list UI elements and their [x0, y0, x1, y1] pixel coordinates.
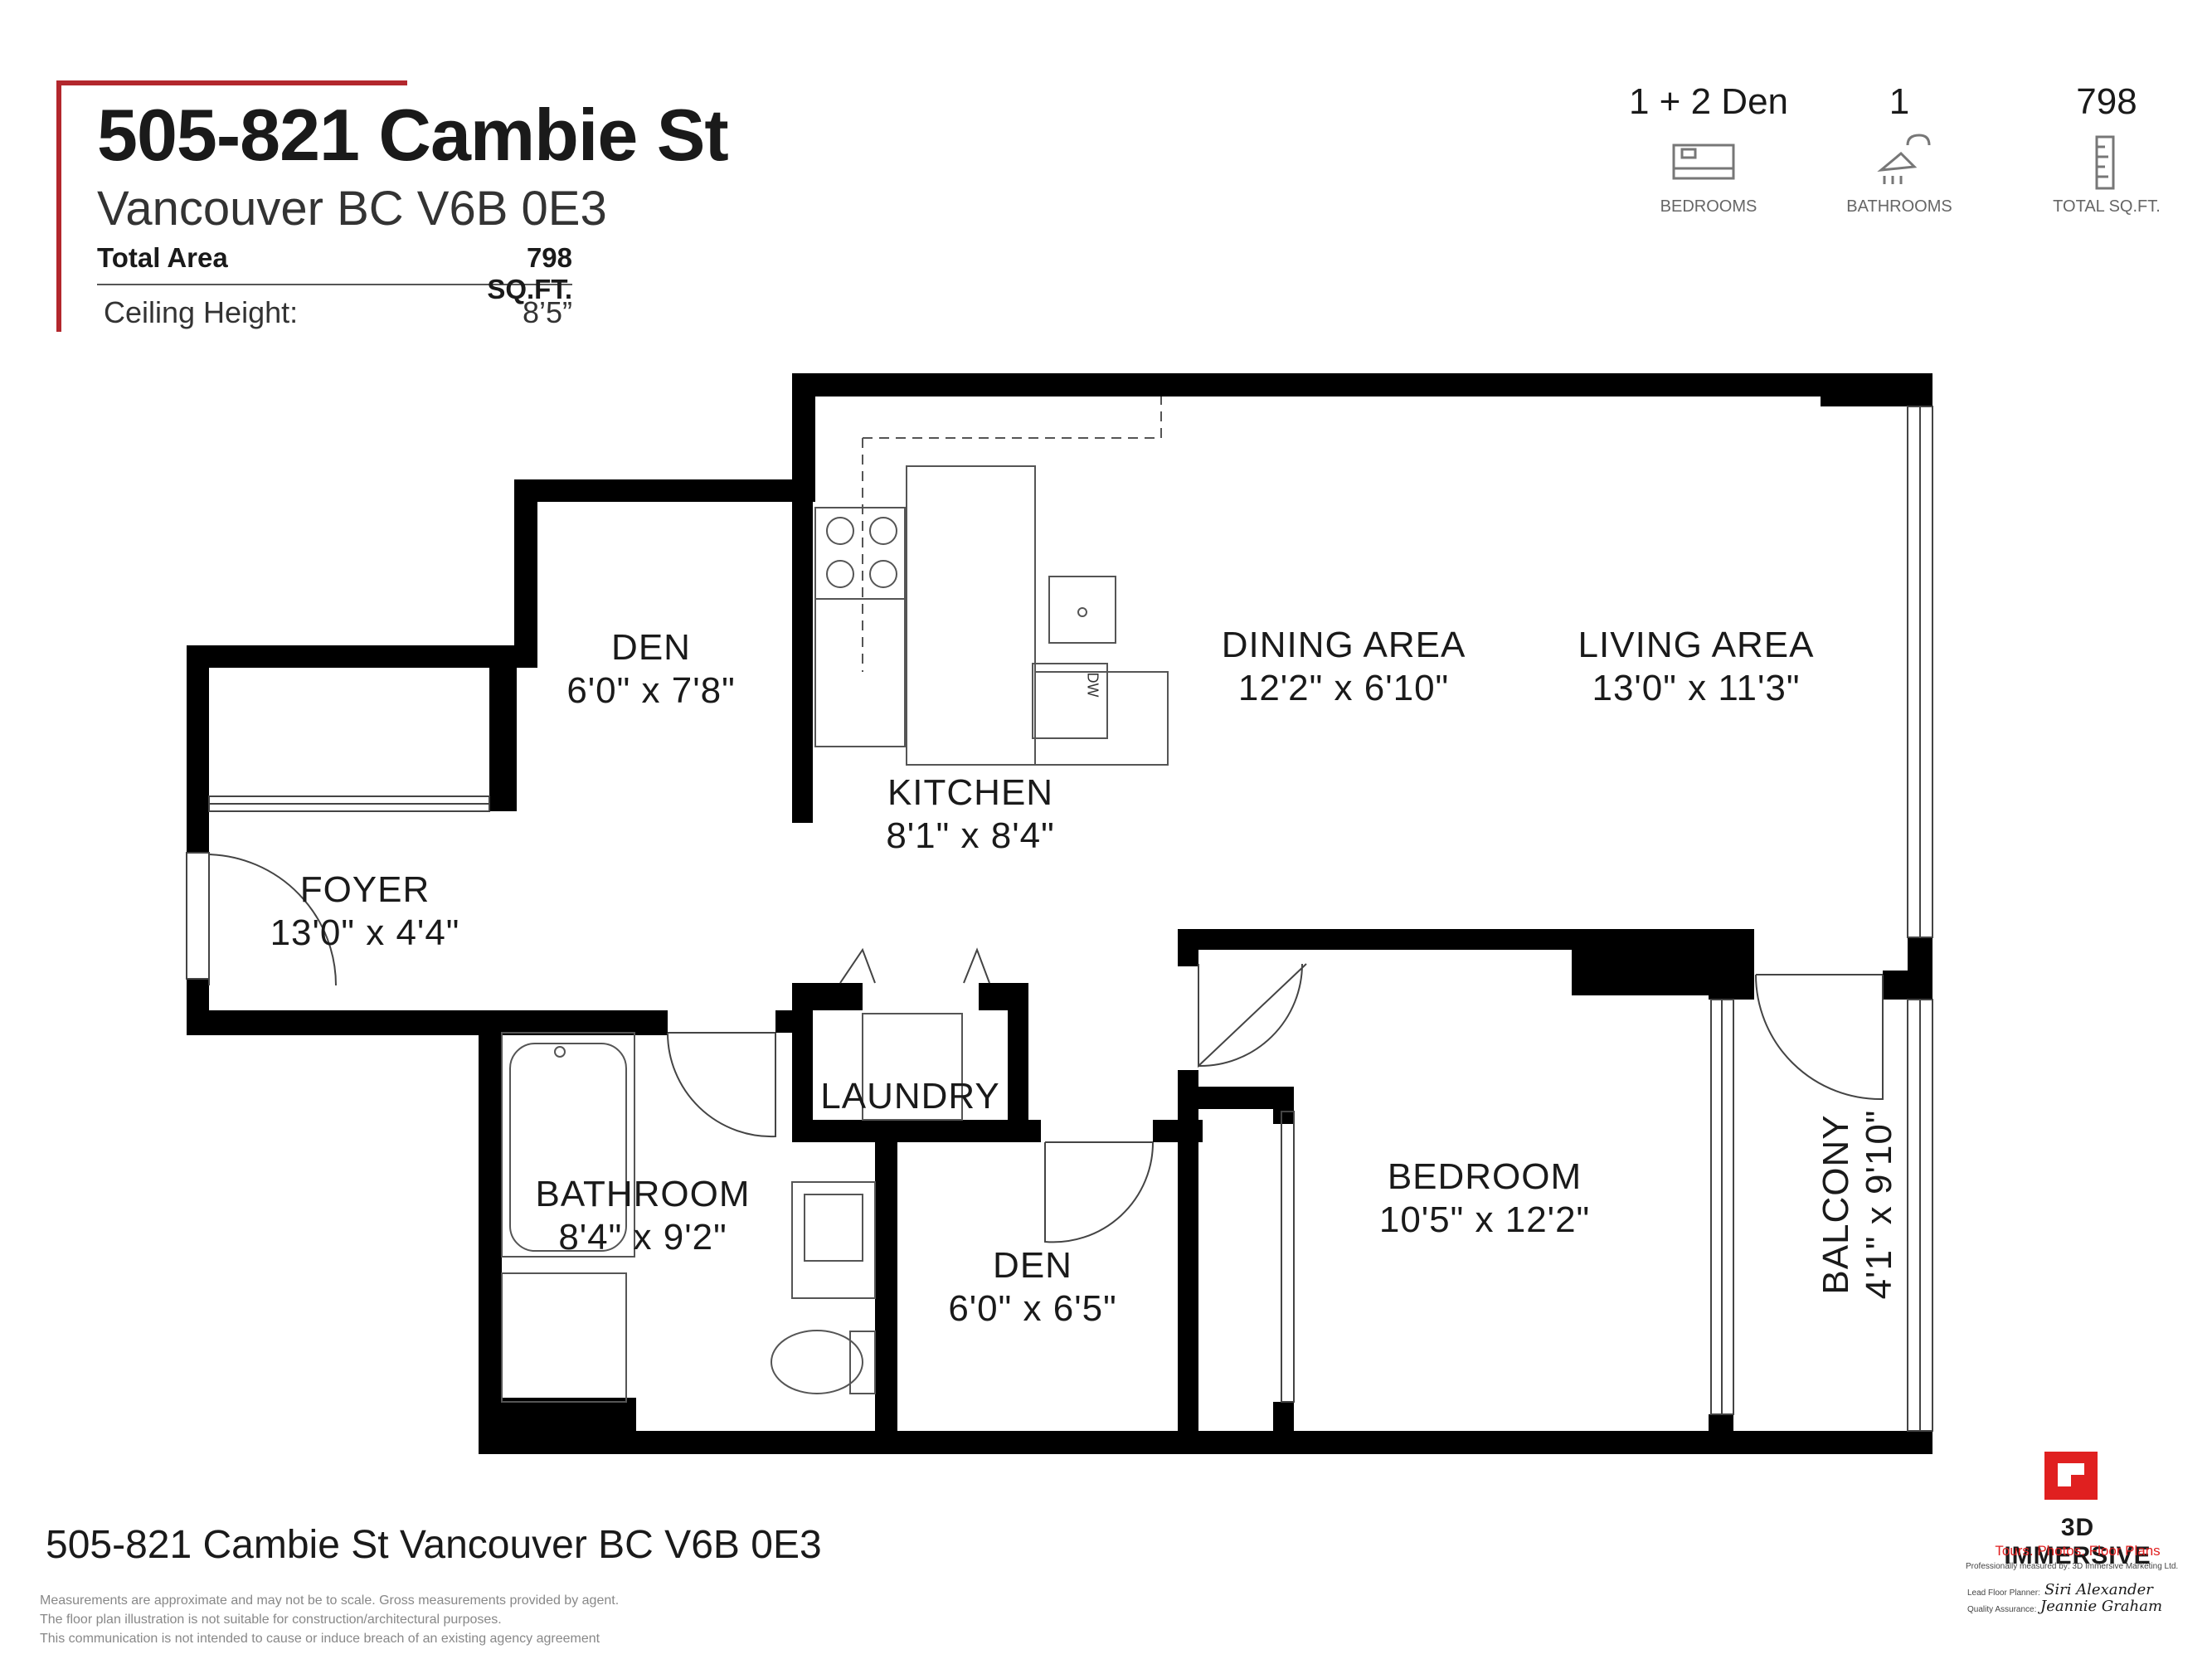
room-balcony: BALCONY 4'1" x 9'10"	[1815, 1063, 1901, 1345]
qa-signature: Jeannie Graham	[2040, 1598, 2163, 1615]
planner-signature: Siri Alexander	[2044, 1581, 2153, 1598]
company-logo-icon	[2044, 1452, 2098, 1500]
bedrooms-caption: BEDROOMS	[1660, 197, 1757, 216]
room-den-bottom-size: 6'0" x 6'5"	[948, 1288, 1117, 1329]
room-foyer: FOYER 13'0" x 4'4"	[241, 868, 489, 955]
header-accent-bar	[56, 80, 61, 332]
room-foyer-name: FOYER	[299, 869, 430, 910]
room-balcony-size: 4'1" x 9'10"	[1859, 1109, 1899, 1300]
footer-address: 505-821 Cambie St Vancouver BC V6B 0E3	[46, 1523, 822, 1567]
room-kitchen-size: 8'1" x 8'4"	[886, 815, 1055, 856]
room-den-bottom: DEN 6'0" x 6'5"	[908, 1244, 1157, 1331]
header-accent-top	[56, 80, 407, 85]
room-den-top-size: 6'0" x 7'8"	[566, 670, 736, 711]
page-title: 505-821 Cambie St	[97, 94, 729, 176]
disclaimer-line-1: Measurements are approximate and may not…	[40, 1593, 620, 1608]
room-dining: DINING AREA 12'2" x 6'10"	[1178, 624, 1510, 710]
planner-label: Lead Floor Planner:	[1967, 1588, 2040, 1598]
burner-icon	[826, 517, 854, 545]
bathrooms-value: 1	[1889, 81, 1910, 122]
door-swings	[208, 854, 1884, 1403]
room-living-size: 13'0" x 11'3"	[1592, 668, 1801, 708]
room-foyer-size: 13'0" x 4'4"	[270, 912, 460, 953]
room-laundry-name: LAUNDRY	[820, 1076, 1000, 1117]
page-subtitle: Vancouver BC V6B 0E3	[97, 182, 607, 236]
kitchen-fixtures	[814, 397, 1169, 1121]
exterior-walls	[187, 373, 1932, 1454]
room-den-top: DEN 6'0" x 7'8"	[531, 626, 771, 713]
room-laundry: LAUNDRY	[813, 1075, 1008, 1118]
bathroom-fixtures	[501, 1032, 876, 1403]
ceiling-height-label: Ceiling Height:	[104, 295, 299, 329]
total-area-label: Total Area	[97, 242, 228, 273]
room-living-name: LIVING AREA	[1578, 625, 1815, 665]
room-living: LIVING AREA 13'0" x 11'3"	[1530, 624, 1862, 710]
bed-icon	[1672, 144, 1735, 180]
room-kitchen-name: KITCHEN	[887, 772, 1054, 813]
room-bathroom-name: BATHROOM	[535, 1174, 751, 1214]
room-bedroom: BEDROOM 10'5" x 12'2"	[1335, 1155, 1634, 1242]
room-bedroom-name: BEDROOM	[1387, 1156, 1582, 1197]
measured-by: Professionally measured by: 3D Immersive…	[1966, 1562, 2179, 1571]
room-bathroom-size: 8'4" x 9'2"	[558, 1217, 727, 1258]
company-tagline: Tours. Photos. Floor Plans	[1995, 1543, 2161, 1559]
room-bathroom: BATHROOM 8'4" x 9'2"	[514, 1173, 771, 1259]
qa-label: Quality Assurance:	[1967, 1605, 2037, 1614]
room-kitchen: KITCHEN 8'1" x 8'4"	[838, 771, 1103, 858]
disclaimer-line-3: This communication is not intended to ca…	[40, 1632, 600, 1646]
room-den-top-name: DEN	[611, 627, 691, 668]
sqft-value: 798	[2076, 81, 2137, 122]
ceiling-height-value: 8’5”	[522, 295, 572, 329]
ruler-icon	[2095, 135, 2115, 190]
sqft-caption: TOTAL SQ.FT.	[2053, 197, 2161, 216]
disclaimer-line-2: The floor plan illustration is not suita…	[40, 1613, 502, 1627]
room-den-bottom-name: DEN	[993, 1245, 1072, 1286]
room-balcony-name: BALCONY	[1816, 1114, 1856, 1295]
bedrooms-value: 1 + 2 Den	[1628, 81, 1789, 122]
shower-icon	[1877, 134, 1931, 184]
bathrooms-caption: BATHROOMS	[1846, 197, 1952, 216]
total-area-value: 798 SQ.FT.	[487, 242, 572, 304]
room-dining-size: 12'2" x 6'10"	[1237, 668, 1450, 708]
dishwasher-label: DW	[1084, 672, 1101, 698]
windows	[186, 406, 1933, 1432]
room-bedroom-size: 10'5" x 12'2"	[1378, 1199, 1591, 1240]
company-name: 3D IMMERSIVE	[2004, 1514, 2151, 1569]
room-dining-name: DINING AREA	[1221, 625, 1466, 665]
